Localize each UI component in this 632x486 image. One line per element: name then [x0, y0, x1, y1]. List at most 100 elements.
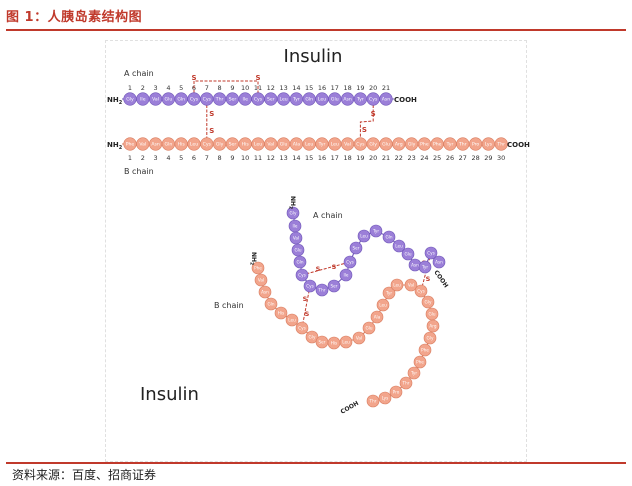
- folded-a-residue-21-bead: [432, 255, 446, 269]
- folded-b-residue-15-label: Leu: [379, 302, 387, 307]
- b-residue-15: Leu: [302, 137, 316, 151]
- b-residue-19-label: Cys: [356, 142, 365, 148]
- folded-a-residue-4-label: Glu: [294, 247, 301, 252]
- folded-a-residue-4-bead: [291, 243, 305, 257]
- folded-b-residue-7: Cys: [295, 321, 309, 335]
- folded-a-residue-16: Leu: [392, 239, 406, 253]
- bottom-insulin-title: Insulin: [140, 384, 199, 405]
- folded-a-residue-13: Leu: [357, 229, 371, 243]
- folded-b-residue-15: Leu: [376, 298, 390, 312]
- folded-b-residue-18: Val: [404, 278, 418, 292]
- folded-b-residue-13: Glu: [362, 321, 376, 335]
- folded-a-residue-12-bead: [349, 241, 363, 255]
- b-number-23: 23: [407, 154, 415, 162]
- a-residue-6-label: Cys: [190, 97, 199, 103]
- interchain-disulfide-line-2: [359, 105, 374, 138]
- b-residue-2: Val: [136, 137, 150, 151]
- folded-a-residue-10-label: Ile: [344, 272, 349, 277]
- b-number-17: 17: [331, 154, 339, 162]
- a-residue-4-label: Glu: [165, 97, 173, 103]
- b-residue-26-label: Tyr: [446, 142, 454, 148]
- folded-a-residue-11-label: Cys: [346, 259, 354, 264]
- folded-b-residue-16-label: Tyr: [385, 290, 392, 295]
- a-residue-2-label: Ile: [140, 97, 146, 103]
- b-residue-18: Val: [341, 137, 355, 151]
- folded-b-residue-13-label: Glu: [365, 325, 372, 330]
- b-residue-30-bead: [494, 137, 508, 151]
- folded-b-residue-1-label: Phe: [254, 265, 262, 270]
- top-b-chain-label: B chain: [124, 167, 154, 176]
- folded-a-residue-8-label: Thr: [318, 287, 326, 292]
- b-number-3: 3: [154, 154, 158, 162]
- b-number-21: 21: [382, 154, 390, 162]
- folded-b-residue-3: Asn: [258, 285, 272, 299]
- b-residue-6-label: Leu: [190, 142, 198, 148]
- folded-b-residue-8-label: Gly: [309, 334, 316, 339]
- b-residue-25-label: Phe: [433, 142, 442, 148]
- folded-b-residue-20: Gly: [421, 295, 435, 309]
- folded-a-residue-5-label: Gln: [296, 259, 303, 264]
- b-number-2: 2: [141, 154, 145, 162]
- folded-a-residue-19-label: Tyr: [421, 264, 428, 269]
- header-divider: [6, 29, 626, 31]
- source-note: 资料来源：百度、招商证券: [12, 468, 157, 482]
- b-residue-8-label: Gly: [216, 142, 224, 148]
- folded-a-residue-2-label: Ile: [293, 223, 298, 228]
- b-residue-23-label: Gly: [408, 142, 416, 148]
- b-number-24: 24: [420, 154, 428, 162]
- folded-a-residue-18-label: Asn: [411, 262, 419, 267]
- folded-b-residue-26-bead: [407, 366, 421, 380]
- a-number-14: 14: [292, 84, 300, 92]
- a-residue-9: Ser: [225, 92, 239, 106]
- folded-b-residue-6: Leu: [285, 313, 299, 327]
- folded-b-residue-2-label: Val: [258, 277, 264, 282]
- folded-b-residue-2: Val: [254, 273, 268, 287]
- folded-a-residue-9-bead: [327, 279, 341, 293]
- folded-a-residue-10: Ile: [339, 268, 353, 282]
- folded-b-residue-20-label: Gly: [425, 299, 432, 304]
- folded-b-residue-11-bead: [339, 335, 353, 349]
- a-residue-8: Thr: [213, 92, 227, 106]
- b-residue-3-label: Asn: [151, 142, 160, 148]
- a-residue-17-label: Glu: [331, 97, 339, 103]
- folded-a-residue-5: Gln: [293, 255, 307, 269]
- b-number-14: 14: [292, 154, 300, 162]
- b-residue-14: Ala: [289, 137, 304, 151]
- b-residue-23: Gly: [405, 137, 419, 151]
- folded-b-residue-27: Thr: [399, 376, 413, 390]
- interchain-1-s-bottom: S: [209, 127, 214, 135]
- b-residue-12: Val: [264, 137, 278, 151]
- folded-b-residue-12: Val: [352, 331, 366, 345]
- folded-a-residue-4: Glu: [291, 243, 305, 257]
- folded-b-residue-23: Gly: [423, 331, 437, 345]
- b-number-30: 30: [497, 154, 505, 162]
- figure-header: 图 1：人胰岛素结构图: [0, 0, 632, 31]
- a-number-9: 9: [230, 84, 234, 92]
- b-chain-c-terminus: COOH: [507, 141, 530, 149]
- folded-a-residue-14-label: Tyr: [372, 228, 379, 233]
- folded-b-residue-27-bead: [399, 376, 413, 390]
- b-residue-7-label: Cys: [203, 142, 212, 148]
- a-residue-21-bead: [379, 92, 393, 106]
- folded-inter2-s-bottom: S: [426, 275, 431, 283]
- b-residue-10: His: [238, 137, 252, 151]
- folded-a-residue-15-label: Gln: [385, 234, 392, 239]
- folded-a-residue-2: Ile: [288, 219, 302, 233]
- b-number-10: 10: [241, 154, 249, 162]
- b-number-20: 20: [369, 154, 377, 162]
- b-number-8: 8: [218, 154, 222, 162]
- folded-b-residue-7-bead: [295, 321, 309, 335]
- folded-b-residue-25-bead: [413, 355, 427, 369]
- a-residue-7: Cys: [200, 92, 214, 106]
- a-number-17: 17: [331, 84, 339, 92]
- folded-a-residue-13-label: Leu: [360, 233, 368, 238]
- b-number-12: 12: [267, 154, 275, 162]
- figure-frame: [105, 40, 527, 462]
- folded-a-residue-8: Thr: [315, 283, 329, 297]
- intrachain-s-right: S: [255, 74, 260, 82]
- b-residue-30-label: Thr: [496, 142, 505, 148]
